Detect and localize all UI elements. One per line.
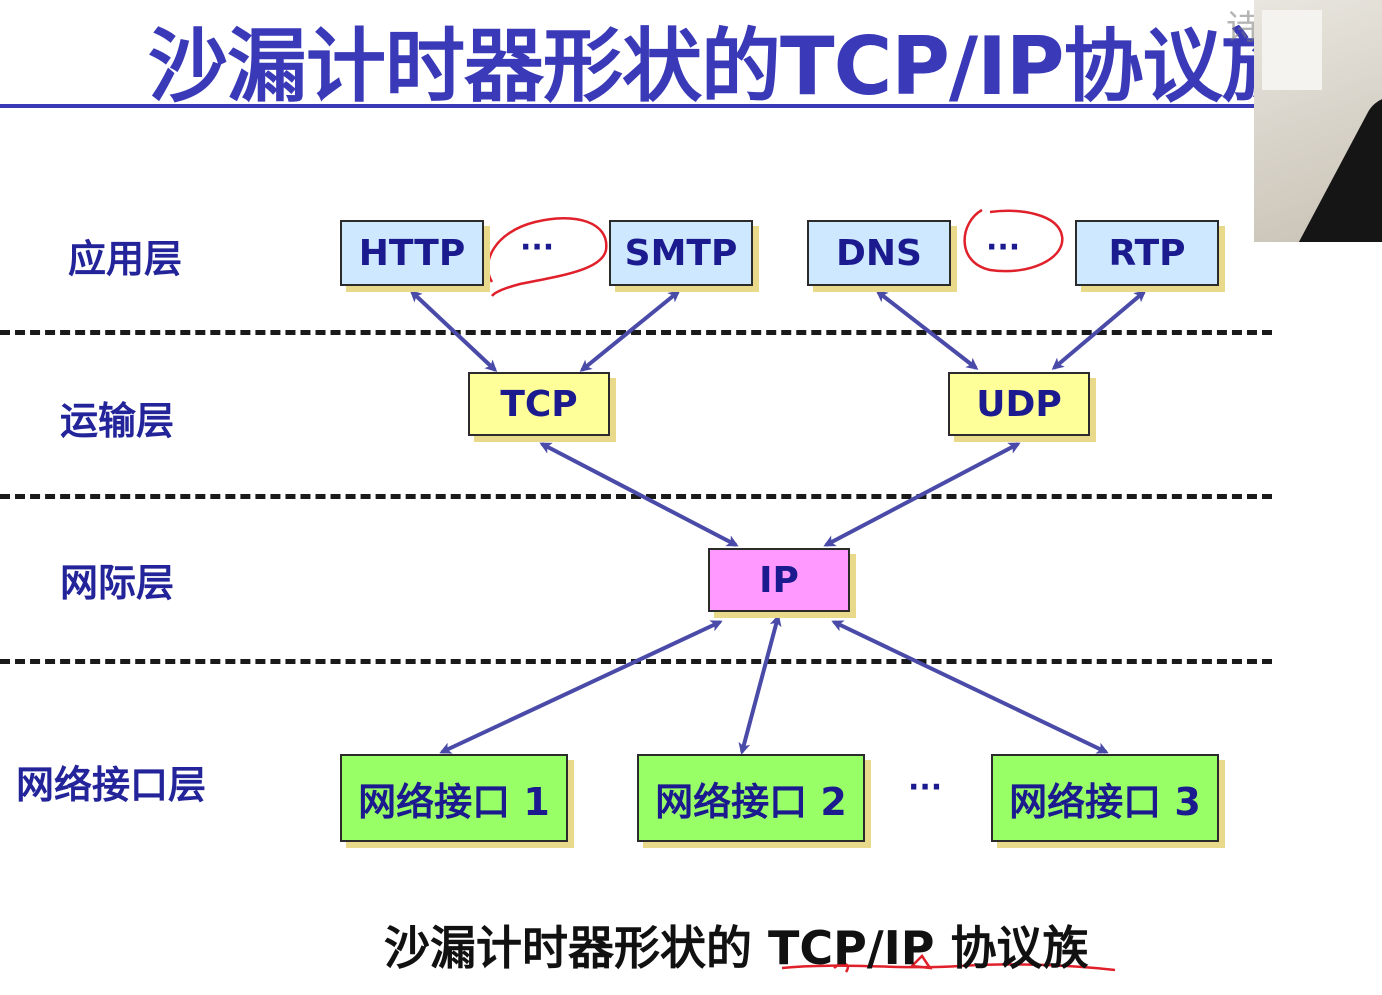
arrow-ip-if3 — [831, 620, 1109, 754]
handwritten-annotations — [486, 208, 1116, 973]
arrow-smtp-tcp — [579, 290, 681, 372]
protocol-box-rtp: RTP — [1075, 220, 1219, 286]
protocol-box-http: HTTP — [340, 220, 484, 286]
layer-label-internet: 网际层 — [60, 561, 175, 605]
arrow-rtp-udp — [1051, 290, 1147, 370]
protocol-box-dns: DNS — [807, 220, 951, 286]
annotation-circle-2 — [963, 208, 1064, 273]
slide-title: 沙漏计时器形状的TCP/IP协议族 — [148, 20, 1302, 113]
arrow-http-tcp — [409, 289, 498, 373]
annotation-underline — [781, 963, 1116, 972]
arrow-ip-if1 — [439, 620, 723, 754]
interface-box-2: 网络接口 2 — [637, 754, 865, 842]
interface-box-3: 网络接口 3 — [991, 754, 1219, 842]
layer-label-network-interface: 网络接口层 — [16, 763, 207, 807]
arrow-udp-ip — [823, 442, 1021, 547]
application-ellipsis-2: ··· — [986, 230, 1021, 265]
annotation-circle-1 — [486, 216, 608, 297]
annotation-mark — [833, 954, 933, 973]
application-ellipsis-1: ··· — [520, 230, 555, 265]
diagram-caption: 沙漏计时器形状的 TCP/IP 协议族 — [384, 921, 1089, 975]
protocol-box-udp: UDP — [948, 372, 1090, 436]
protocol-box-tcp: TCP — [468, 372, 610, 436]
webcam-overlay — [1254, 0, 1382, 242]
webcam-background-window — [1262, 10, 1322, 90]
layer-label-transport: 运输层 — [60, 399, 175, 443]
layer-label-application: 应用层 — [68, 237, 183, 281]
arrow-tcp-ip — [539, 442, 739, 547]
interface-box-1: 网络接口 1 — [340, 754, 568, 842]
interface-ellipsis: ··· — [908, 770, 943, 805]
protocol-box-ip: IP — [708, 548, 850, 612]
arrow-dns-udp — [875, 290, 979, 370]
title-underline — [0, 104, 1260, 108]
protocol-box-smtp: SMTP — [609, 220, 753, 286]
arrow-ip-if2 — [738, 614, 782, 755]
